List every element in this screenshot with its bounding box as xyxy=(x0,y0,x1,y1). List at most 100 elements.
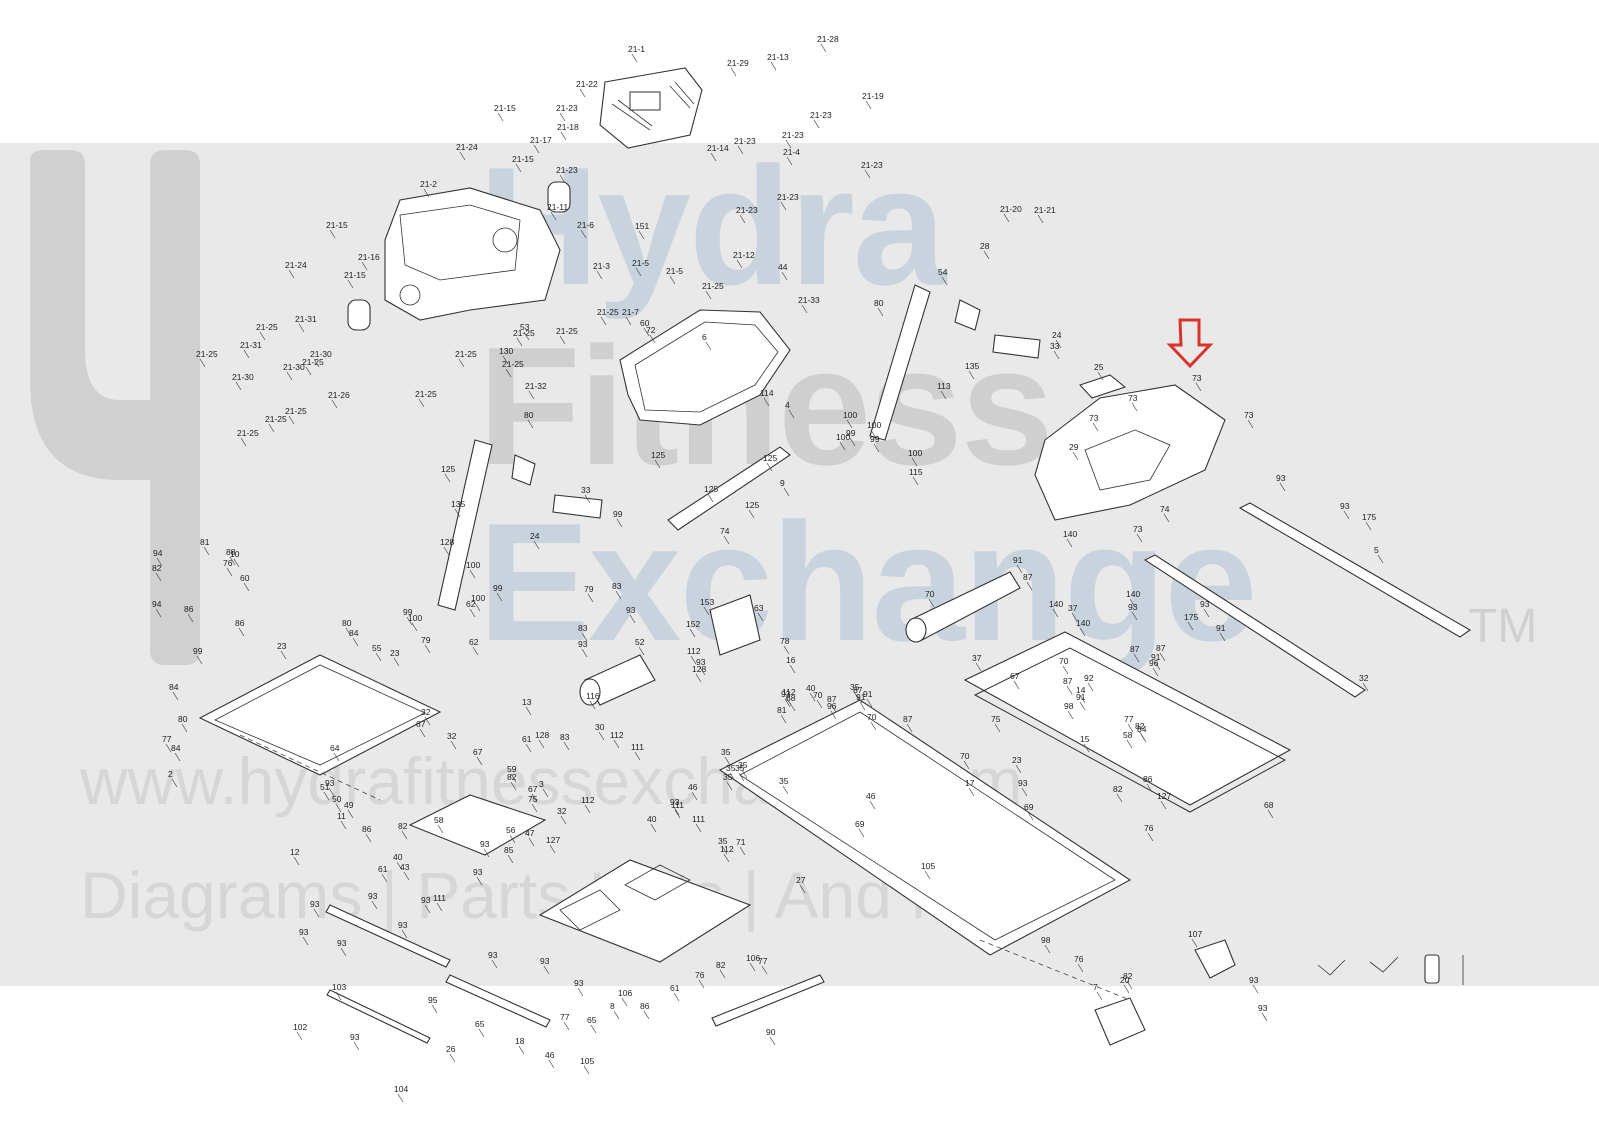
part-number-label: 84 xyxy=(1137,724,1147,734)
part-number-label: 100 xyxy=(836,432,850,442)
leader-line xyxy=(542,788,549,798)
hydra-logo-mark xyxy=(30,150,200,665)
leader-line xyxy=(543,965,550,975)
leader-line xyxy=(1362,682,1369,692)
leader-line xyxy=(423,188,430,198)
part-number-label: 128 xyxy=(692,664,706,674)
leader-line xyxy=(1154,661,1161,671)
part-number-label: 125 xyxy=(704,484,718,494)
leader-line xyxy=(458,358,465,368)
leader-line xyxy=(347,279,354,289)
part-number-label: 82 xyxy=(716,960,726,970)
leader-line xyxy=(525,706,532,716)
part-number-label: 100 xyxy=(408,613,422,623)
leader-line xyxy=(621,997,628,1007)
controller-board-part xyxy=(709,594,761,656)
part-number-label: 106 xyxy=(746,953,760,963)
leader-line xyxy=(809,692,816,702)
lubricant-bottle xyxy=(1424,954,1440,984)
part-number-label: 2 xyxy=(168,769,173,779)
part-number-label: 93 xyxy=(350,1032,360,1042)
part-number-label: 99 xyxy=(193,646,203,656)
leader-line xyxy=(766,462,773,472)
part-number-label: 140 xyxy=(1126,589,1140,599)
end-cap-part xyxy=(1094,997,1146,1046)
leader-line xyxy=(353,1041,360,1051)
side-rail-part xyxy=(1143,502,1472,698)
part-number-label: 40 xyxy=(393,852,403,862)
part-number-label: 21-25 xyxy=(415,389,437,399)
part-number-label: 86 xyxy=(184,604,194,614)
leader-line xyxy=(1013,680,1020,690)
part-number-label: 128 xyxy=(440,537,454,547)
leader-line xyxy=(549,844,556,854)
leader-line xyxy=(763,397,770,407)
part-number-label: 84 xyxy=(169,682,179,692)
part-number-label: 23 xyxy=(1012,755,1022,765)
leader-line xyxy=(406,616,413,626)
leader-line xyxy=(1116,793,1123,803)
part-number-label: 93 xyxy=(325,778,335,788)
leader-line xyxy=(705,290,712,300)
part-number-label: 32 xyxy=(421,707,431,717)
leader-line xyxy=(757,612,764,622)
part-number-label: 21-32 xyxy=(525,381,547,391)
part-number-label: 37 xyxy=(972,653,982,663)
leader-line xyxy=(928,598,935,608)
leader-line xyxy=(187,613,194,623)
part-number-label: 67 xyxy=(416,719,426,729)
part-number-label: 106 xyxy=(618,988,632,998)
part-number-label: 23 xyxy=(277,641,287,651)
leader-line xyxy=(737,145,744,155)
part-number-label: 9 xyxy=(780,478,785,488)
leader-line xyxy=(674,809,681,819)
leader-line xyxy=(172,691,179,701)
leader-line xyxy=(784,698,791,708)
part-number-label: 83 xyxy=(578,623,588,633)
leader-line xyxy=(598,731,605,741)
part-number-label: 21-30 xyxy=(310,349,332,359)
part-number-label: 70 xyxy=(960,751,970,761)
leader-line xyxy=(340,947,347,957)
leader-line xyxy=(1126,980,1133,990)
part-number-label: 53 xyxy=(520,322,530,332)
part-number-label: 20 xyxy=(1120,975,1130,985)
part-number-label: 54 xyxy=(938,267,948,277)
leader-line xyxy=(1066,685,1073,695)
leader-line xyxy=(331,399,338,409)
part-number-label: 4 xyxy=(785,400,790,410)
part-number-label: 47 xyxy=(525,828,535,838)
leader-line xyxy=(329,229,336,239)
part-number-label: 112 xyxy=(687,646,701,656)
motor-cover-plate-part xyxy=(538,859,752,963)
leader-line xyxy=(710,152,717,162)
leader-line xyxy=(1079,694,1086,704)
leader-line xyxy=(1279,482,1286,492)
leader-line xyxy=(381,873,388,883)
leader-line xyxy=(1096,991,1103,1001)
leader-line xyxy=(516,337,523,347)
leader-line xyxy=(723,853,730,863)
running-deck-part xyxy=(963,631,1292,813)
leader-line xyxy=(739,846,746,856)
part-number-label: 98 xyxy=(1041,935,1051,945)
watermark-trademark: TM xyxy=(1468,600,1538,653)
part-number-label: 67 xyxy=(1010,671,1020,681)
leader-line xyxy=(298,323,305,333)
leader-line xyxy=(431,1004,438,1014)
leader-line xyxy=(233,558,240,568)
part-number-label: 35 xyxy=(726,763,736,773)
part-number-label: 80 xyxy=(874,298,884,308)
part-number-label: 21-6 xyxy=(577,220,594,230)
leader-line xyxy=(528,837,535,847)
console-housing-part xyxy=(384,187,561,321)
leader-line xyxy=(371,900,378,910)
leader-line xyxy=(1015,764,1022,774)
part-number-label: 125 xyxy=(651,450,665,460)
part-number-label: 25 xyxy=(1094,362,1104,372)
leader-line xyxy=(786,156,793,166)
leader-line xyxy=(393,657,400,667)
part-number-labels: 21-121-2221-2321-2921-2321-1321-2321-282… xyxy=(152,34,1384,1103)
part-number-label: 127 xyxy=(546,835,560,845)
part-number-label: 93 xyxy=(488,950,498,960)
